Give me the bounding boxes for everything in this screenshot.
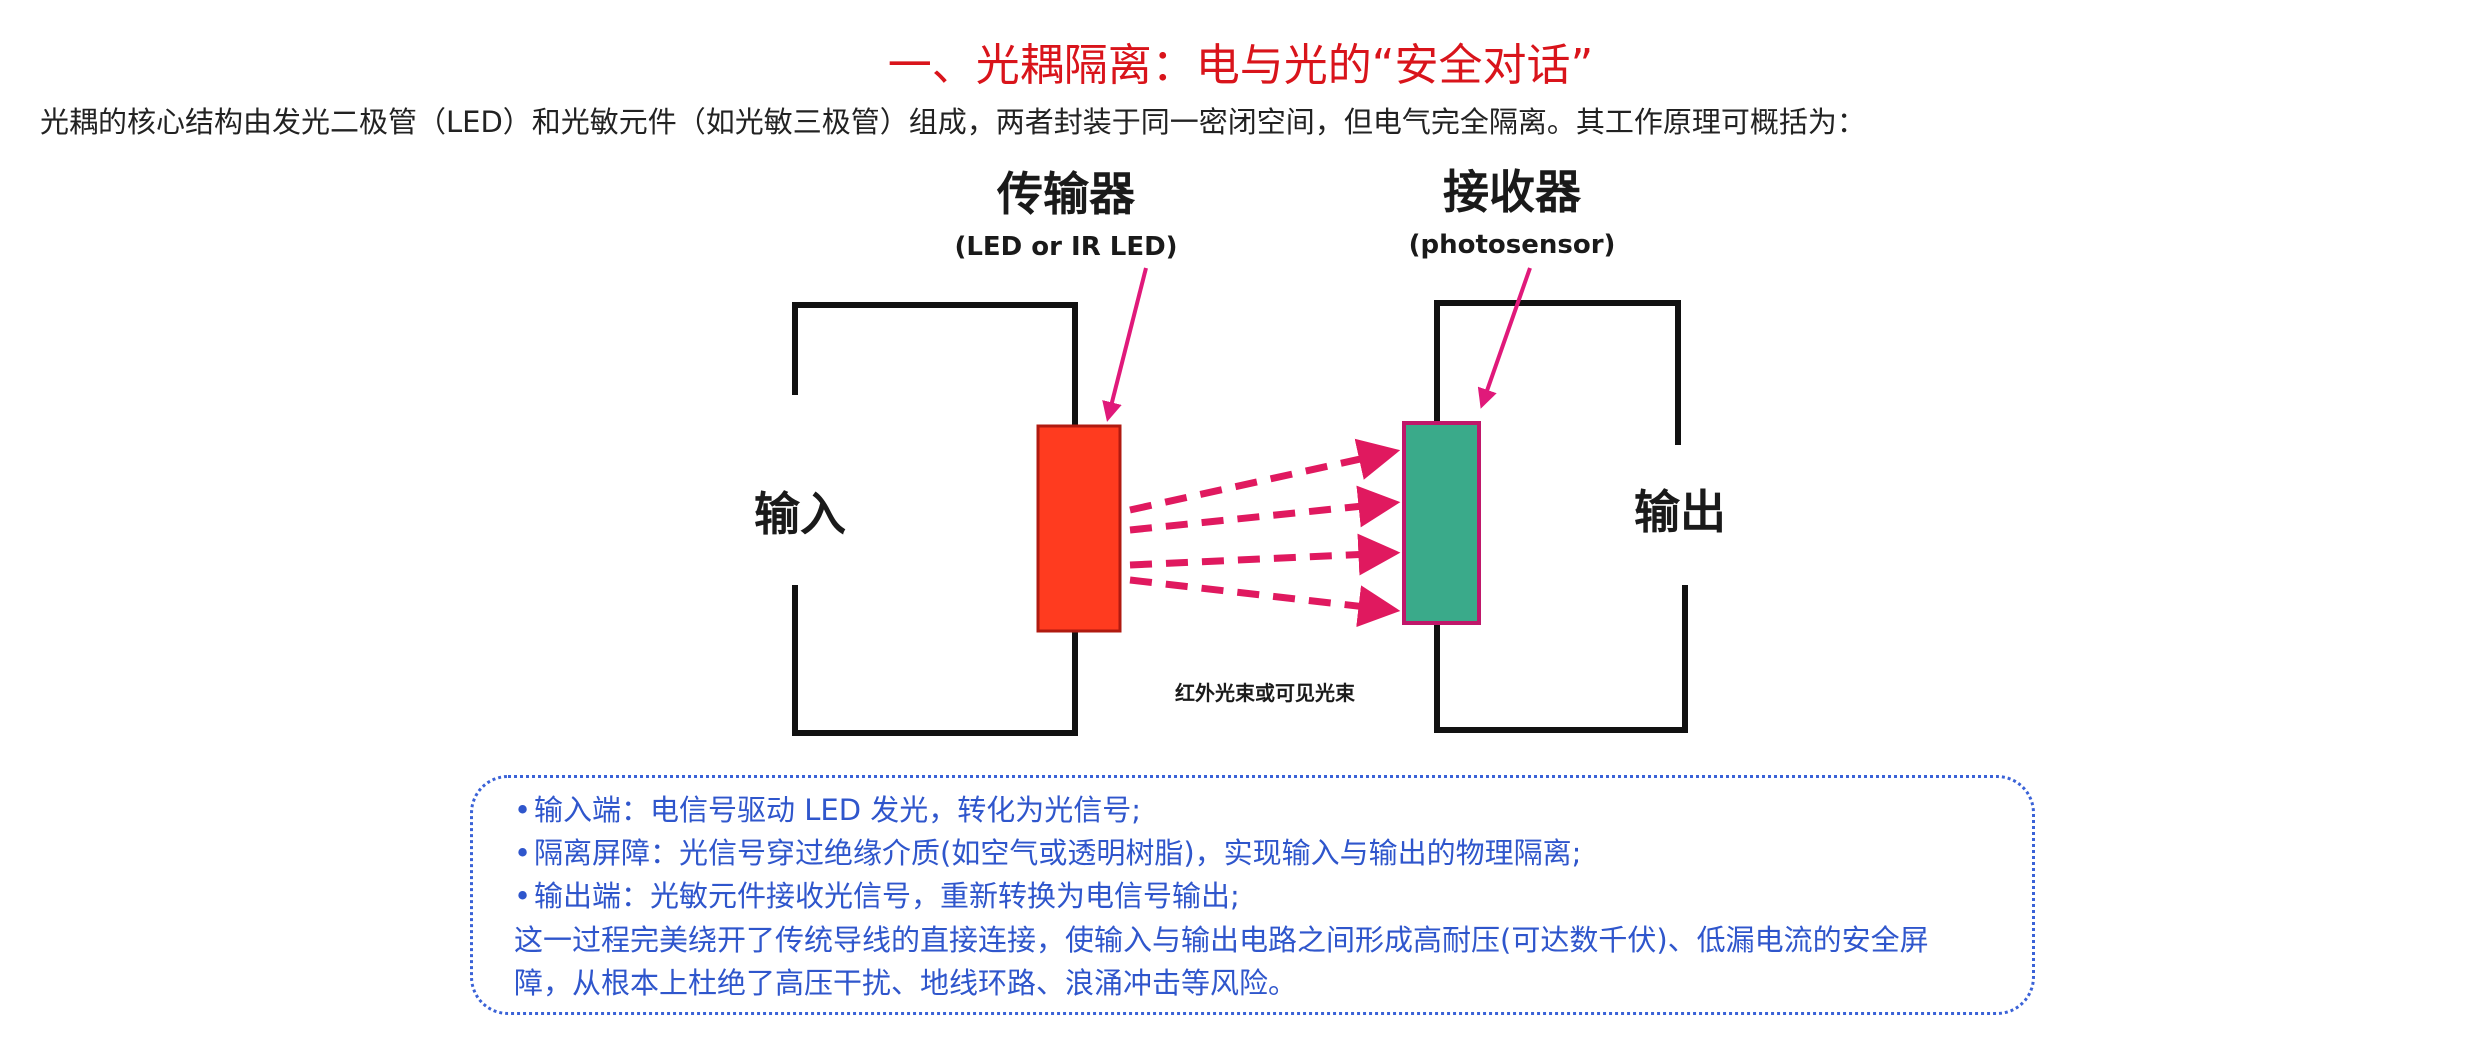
transmitter-pointer [1102,267,1148,422]
bullet-dot-icon: • [514,879,532,913]
intro-paragraph: 光耦的核心结构由发光二极管（LED）和光敏元件（如光敏三极管）组成，两者封装于同… [40,105,1866,139]
output-wire-top [1434,300,1681,445]
bullet-input: •输入端：电信号驱动 LED 发光，转化为光信号; [514,790,1141,830]
output-wire-bottom [1434,585,1688,733]
optocoupler-diagram: 传输器 (LED or IR LED) 接收器 (photosensor) 输入… [754,165,1726,736]
light-beam-arrow [1129,438,1401,514]
light-beam-arrow [1129,576,1401,628]
beam-label: 红外光束或可见光束 [1175,681,1356,705]
summary-box [470,775,2035,1015]
page-title: 一、光耦隔离：电与光的“安全对话” [887,40,1594,91]
light-beam-arrow [1129,533,1401,576]
input-wire-top [792,302,1078,425]
input-label: 输入 [754,487,846,541]
led-element [1036,424,1122,633]
conclusion-line-2: 障，从根本上杜绝了高压干扰、地线环路、浪涌冲击等风险。 [514,966,1298,1000]
light-beam-arrow [1129,485,1401,534]
input-wire-bottom [792,585,1078,736]
receiver-label: 接收器 [1443,165,1582,219]
bullet-dot-icon: • [514,793,532,827]
conclusion-line-1: 这一过程完美绕开了传统导线的直接连接，使输入与输出电路之间形成高耐压(可达数千伏… [514,923,1929,957]
bullet-dot-icon: • [514,836,532,870]
photosensor-element [1402,421,1481,625]
bullet-output: •输出端：光敏元件接收光信号，重新转换为电信号输出; [514,876,1240,916]
bullet-isolation: •隔离屏障：光信号穿过绝缘介质(如空气或透明树脂)，实现输入与输出的物理隔离; [514,833,1581,873]
output-label: 输出 [1634,485,1726,539]
receiver-sublabel: (photosensor) [1409,230,1616,260]
transmitter-label: 传输器 [996,167,1136,221]
receiver-pointer [1477,267,1532,409]
transmitter-sublabel: (LED or IR LED) [954,232,1177,262]
